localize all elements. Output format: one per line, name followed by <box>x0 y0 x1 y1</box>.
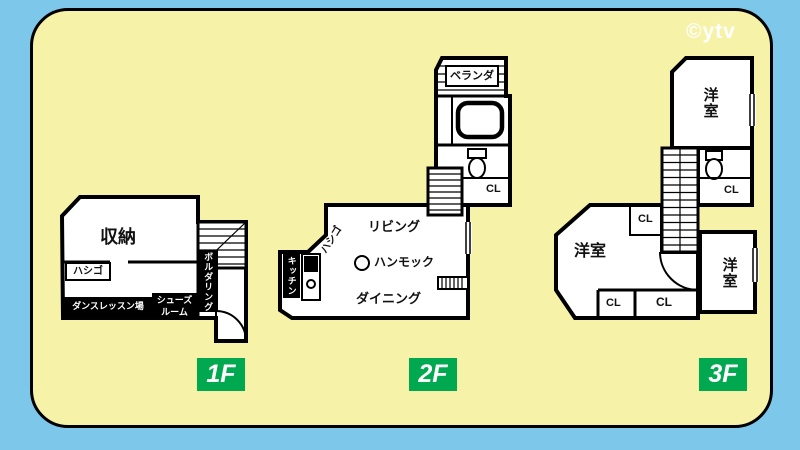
room-label-bedroom-left: 洋室 <box>574 243 607 260</box>
room-label-veranda: ベランダ <box>450 69 494 82</box>
2f-window-gap <box>464 222 472 254</box>
floorplan-3f <box>554 56 759 320</box>
banner-label-dance-lesson: ダンスレッスン場 <box>72 301 144 312</box>
3f-right-room-window-gap <box>751 248 759 282</box>
2f-kitchen-banner <box>283 254 300 298</box>
2f-hammock-ring <box>354 255 370 271</box>
2f-stove <box>304 256 318 272</box>
2f-hatched-fixture-stripes <box>441 277 463 289</box>
1f-stair-treads <box>198 228 246 265</box>
closet-label-3f-top: CL <box>724 184 739 196</box>
1f-dance-banner <box>64 297 152 316</box>
3f-right-room <box>698 230 757 314</box>
room-label-storage: 収納 <box>100 227 136 247</box>
floorplan-1f <box>59 195 248 343</box>
3f-right-room-window <box>752 248 758 282</box>
floor-badge-1f: 1F <box>197 358 245 391</box>
banner-label-kitchen: キッチン <box>286 256 297 296</box>
room-label-ladder-1f: ハシゴ <box>73 265 103 277</box>
2f-window <box>465 222 471 254</box>
closet-label-2f: CL <box>486 183 501 195</box>
2f-bathtub <box>455 100 505 140</box>
2f-sink <box>306 279 316 289</box>
banner-label-bouldering: ボルダリング <box>203 251 214 312</box>
floor-badge-2f: 2F <box>409 358 457 391</box>
3f-mid-closet-walls <box>629 205 662 236</box>
room-label-bedroom-right: 洋室 <box>720 257 738 289</box>
3f-door-arc <box>659 251 699 291</box>
closet-label-3f-bottom-left: CL <box>606 297 621 309</box>
broadcaster-watermark: ©ytv <box>686 20 736 43</box>
3f-toilet <box>705 158 723 180</box>
room-label-bedroom-top: 洋室 <box>701 87 719 119</box>
closet-label-3f-mid: CL <box>638 213 653 225</box>
1f-ladder-box <box>65 262 111 281</box>
1f-shoes-banner <box>152 293 197 318</box>
floor-badge-3f: 3F <box>699 358 747 391</box>
1f-bouldering-banner <box>198 250 218 312</box>
3f-bottom-closet-walls <box>596 288 698 318</box>
closet-label-3f-bottom-right: CL <box>656 295 672 309</box>
room-label-hammock: ハンモック <box>374 255 435 269</box>
1f-entrance-door-arc <box>215 310 247 342</box>
2f-veranda-label-box <box>445 65 499 87</box>
3f-top-room-window-gap <box>748 94 756 126</box>
banner-label-shoes-room: シューズルーム <box>156 294 193 317</box>
2f-stair-treads <box>428 173 462 211</box>
room-label-living: リビング <box>367 219 420 234</box>
room-label-dining: ダイニング <box>356 291 422 306</box>
2f-toilet <box>468 157 486 179</box>
3f-top-room-window <box>749 94 755 126</box>
2f-toilet-tank <box>467 148 487 159</box>
floorplan-2f <box>278 56 512 320</box>
